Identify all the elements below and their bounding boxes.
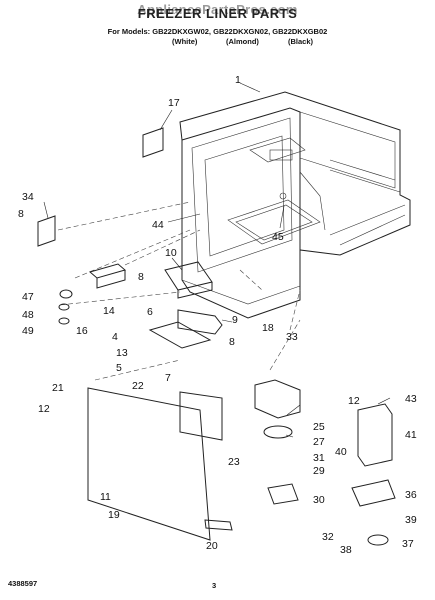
callout-number: 6 — [147, 306, 153, 318]
motor-part — [267, 483, 299, 505]
bracket-assembly-part — [148, 321, 212, 349]
callout-number: 47 — [22, 291, 34, 303]
damper-part — [177, 309, 223, 335]
callout-number: 37 — [402, 538, 414, 550]
diagram-title: FREEZER LINER PARTS — [137, 6, 298, 21]
callout-number: 12 — [38, 403, 50, 415]
knob-parts — [58, 289, 73, 325]
model-list: For Models: GB22DKXGW02, GB22DKXGN02, GB… — [107, 27, 328, 36]
label-card-part — [142, 127, 164, 158]
callout-number: 8 — [138, 271, 144, 283]
callout-number: 18 — [262, 322, 274, 334]
callout-number: 32 — [322, 531, 334, 543]
callout-number: 36 — [405, 489, 417, 501]
callout-number: 49 — [22, 325, 34, 337]
callout-number: 5 — [116, 362, 122, 374]
callout-number: 21 — [52, 382, 64, 394]
channel-part — [179, 391, 223, 441]
callout-number: 33 — [286, 331, 298, 343]
callout-number: 22 — [132, 380, 144, 392]
callout-number: 13 — [116, 347, 128, 359]
callout-number: 19 — [108, 509, 120, 521]
callout-leader-lines — [43, 82, 391, 438]
freezer-liner-part — [179, 91, 411, 319]
page-number: 3 — [212, 581, 217, 590]
callout-number: 41 — [405, 429, 417, 441]
callout-number: 4 — [112, 331, 118, 343]
callout-number: 39 — [405, 514, 417, 526]
callout-number: 14 — [103, 305, 115, 317]
control-housing-part — [164, 261, 213, 299]
callout-number: 8 — [18, 208, 24, 220]
callout-number: 20 — [206, 540, 218, 552]
callout-number: 27 — [313, 436, 325, 448]
callout-number: 44 — [152, 219, 164, 231]
callout-number: 29 — [313, 465, 325, 477]
callout-number: 43 — [405, 393, 417, 405]
callout-number: 23 — [228, 456, 240, 468]
cover-part — [37, 215, 56, 247]
callout-number: 11 — [100, 491, 111, 503]
callout-number: 48 — [22, 309, 34, 321]
rear-panel-part — [87, 387, 211, 541]
callout-number: 7 — [165, 372, 171, 384]
callout-number: 10 — [165, 247, 177, 259]
callout-number: 25 — [313, 421, 325, 433]
shroud-part — [254, 379, 301, 419]
cap-part — [367, 534, 389, 546]
document-number: 4388597 — [8, 579, 38, 588]
bracket-part — [88, 263, 127, 289]
color-almond: (Almond) — [226, 37, 259, 46]
color-black: (Black) — [288, 37, 314, 46]
callout-number: 31 — [313, 452, 325, 464]
callout-number: 1 — [235, 74, 241, 86]
callout-number: 40 — [335, 446, 347, 458]
color-white: (White) — [172, 37, 198, 46]
callout-number: 9 — [232, 314, 238, 326]
callout-number: 8 — [229, 336, 235, 348]
assembly-guide-lines — [57, 201, 301, 381]
watermark: AppliancePartsPros.com — [137, 2, 298, 17]
callout-number: 12 — [348, 395, 360, 407]
callout-number: 34 — [22, 191, 34, 203]
strip-part — [204, 519, 233, 531]
callout-number: 16 — [76, 325, 88, 337]
callout-number: 38 — [340, 544, 352, 556]
callout-number: 17 — [168, 97, 180, 109]
upper-bracket-part — [357, 403, 393, 467]
callout-number: 30 — [313, 494, 325, 506]
fan-blade-part — [263, 425, 293, 439]
tray-part — [351, 479, 396, 507]
callout-number: 45 — [272, 231, 284, 243]
